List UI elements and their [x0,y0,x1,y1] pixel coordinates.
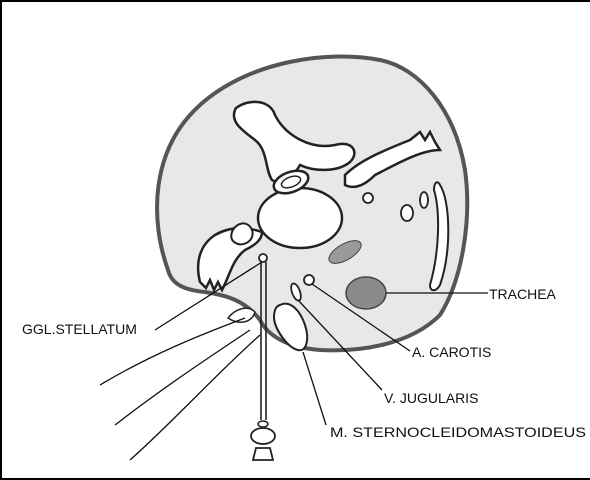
needle-hub-top [258,421,268,427]
scalene-muscle [228,308,255,322]
small-vessel-3 [420,192,428,208]
leader-m-sternocleidomastoideus [303,352,326,425]
label-v-jugularis: V. JUGULARIS [384,390,478,406]
skin-line-3 [130,335,260,460]
needle-tip [259,254,267,262]
label-a-carotis: A. CAROTIS [412,344,491,360]
needle-hub-body [251,428,275,444]
label-trachea: TRACHEA [489,286,557,302]
small-vessel-1 [363,193,373,203]
label-m-sternocleidomastoideus: M. STERNOCLEIDOMASTOIDEUS [330,424,586,440]
articular-process [231,223,252,244]
label-ggl-stellatum: GGL.STELLATUM [22,321,137,337]
vertebral-body [258,188,342,248]
small-vessel-2 [401,205,413,221]
needle-hub-base [253,448,273,460]
trachea [346,277,386,309]
carotid-artery [304,275,314,285]
